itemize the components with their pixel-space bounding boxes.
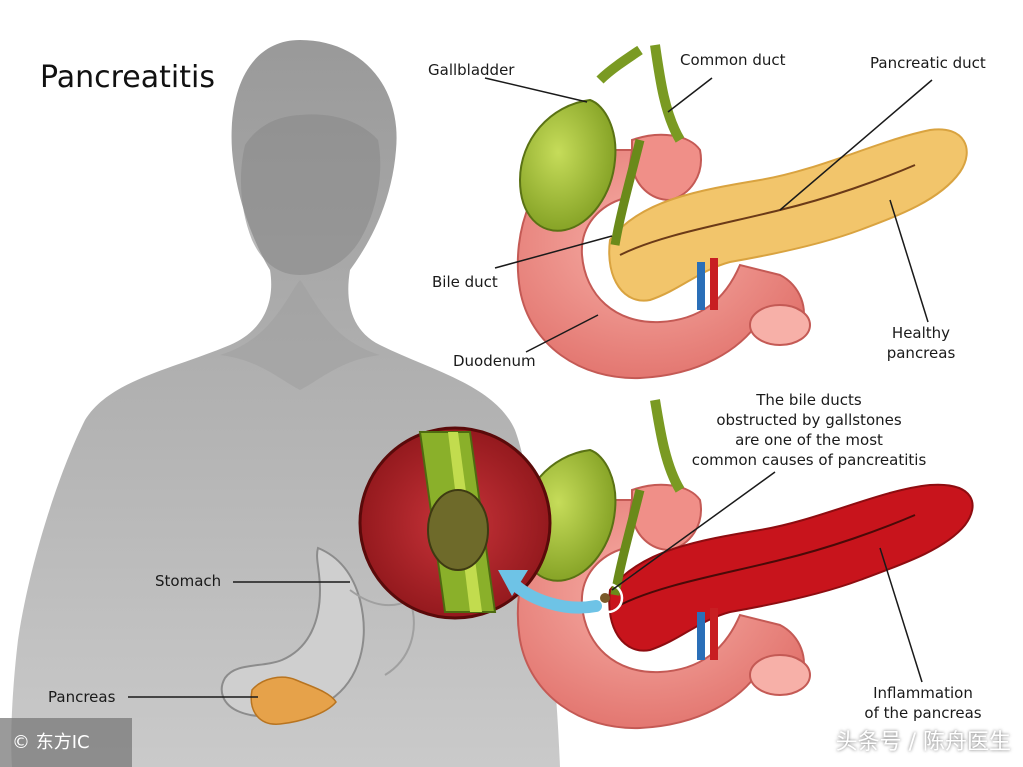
label-gallbladder: Gallbladder xyxy=(428,61,515,79)
label-cause-note-line2: obstructed by gallstones xyxy=(716,411,902,429)
watermark-right: 头条号 / 陈舟医生 xyxy=(835,730,1011,755)
label-cause-note-line3: are one of the most xyxy=(735,431,883,449)
magnify-arrow xyxy=(506,576,602,614)
pancreas-on-body xyxy=(250,676,337,725)
healthy-organs xyxy=(516,44,968,380)
label-inflammation: Inflammation of the pancreas xyxy=(858,683,988,723)
label-inflammation-line2: of the pancreas xyxy=(864,704,982,722)
label-healthy-pancreas: Healthy pancreas xyxy=(880,323,962,363)
label-cause-note-line1: The bile ducts xyxy=(756,391,862,409)
gallstone-magnified xyxy=(427,489,489,571)
magnify-arrow-head xyxy=(498,570,528,596)
label-healthy-pancreas-line2: pancreas xyxy=(886,344,956,362)
gallstone-highlight-circle xyxy=(592,582,624,614)
label-inflammation-line1: Inflammation xyxy=(873,684,973,702)
label-cause-note: The bile ducts obstructed by gallstones … xyxy=(684,390,934,470)
leader-lines xyxy=(128,77,933,698)
watermark-left: © 东方IC xyxy=(0,718,132,767)
label-bile-duct: Bile duct xyxy=(432,273,498,291)
label-duodenum: Duodenum xyxy=(453,352,536,370)
page-title: Pancreatitis xyxy=(40,60,215,95)
label-pancreatic-duct: Pancreatic duct xyxy=(870,54,986,72)
pancreatic-duct-line xyxy=(619,164,916,256)
label-pancreas: Pancreas xyxy=(48,688,116,706)
label-cause-note-line4: common causes of pancreatitis xyxy=(691,451,927,469)
label-healthy-pancreas-line1: Healthy xyxy=(891,324,951,342)
label-stomach: Stomach xyxy=(155,572,222,590)
label-common-duct: Common duct xyxy=(680,51,786,69)
